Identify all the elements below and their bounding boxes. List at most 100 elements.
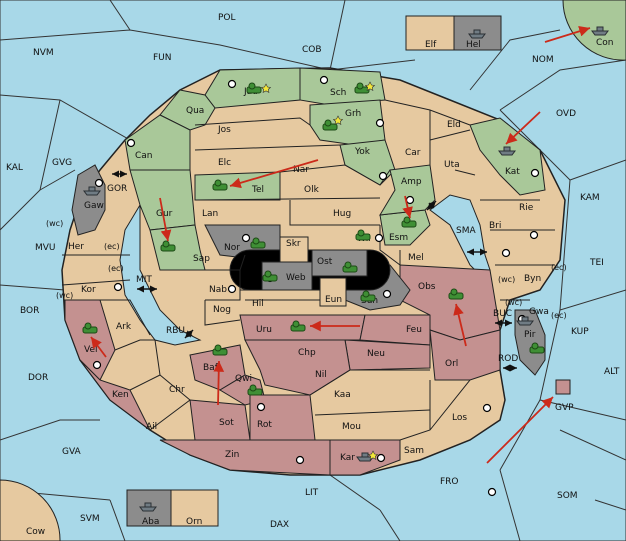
territory-eun — [319, 277, 347, 307]
label-nil: Nil — [315, 370, 327, 380]
green-territories — [124, 67, 546, 271]
label-kor-wc: (wc) — [56, 291, 73, 300]
army-unit — [246, 82, 262, 94]
label-con: Con — [596, 38, 614, 48]
label-alt: ALT — [604, 367, 620, 377]
sea-labels: POL NVM FUN COB NOM OVD KAL GVG GOR MVU … — [6, 13, 620, 530]
label-los: Los — [452, 413, 467, 423]
fleet-unit — [498, 146, 516, 156]
label-gur: Gur — [156, 209, 173, 219]
label-her-wc: (wc) — [46, 219, 63, 228]
label-pol: POL — [218, 13, 236, 23]
label-byn: Byn — [524, 274, 541, 284]
star-icon — [364, 81, 376, 91]
supply-center — [382, 289, 392, 299]
label-orl: Orl — [445, 359, 458, 369]
label-uta: Uta — [444, 160, 460, 170]
territory-kat — [469, 117, 546, 196]
army-unit — [212, 179, 228, 191]
label-bor: BOR — [20, 306, 39, 316]
supply-center — [113, 282, 123, 292]
label-orn: Orn — [186, 517, 202, 527]
army-unit — [160, 240, 176, 252]
label-nom: NOM — [532, 55, 554, 65]
fleet-unit — [468, 29, 486, 39]
label-byn-ec: (ec) — [551, 263, 567, 272]
label-kor: Kor — [81, 285, 96, 295]
label-mou: Mou — [342, 422, 361, 432]
label-hug: Hug — [333, 209, 351, 219]
label-sch: Sch — [330, 88, 346, 98]
label-ost: Ost — [317, 257, 333, 267]
star-icon — [332, 115, 344, 125]
label-gvg: GVG — [52, 158, 72, 168]
label-uru: Uru — [256, 325, 272, 335]
territory-pir — [514, 309, 546, 376]
label-nar: Nar — [293, 165, 309, 175]
label-gva: GVA — [62, 447, 82, 457]
supply-center — [241, 233, 251, 243]
label-elc: Elc — [218, 158, 231, 168]
territory-gvp — [555, 379, 571, 395]
convoy-links — [112, 170, 517, 372]
label-kor-ec: (ec) — [108, 264, 124, 273]
label-kal: KAL — [6, 163, 23, 173]
fleet-unit — [139, 502, 157, 512]
army-unit — [247, 384, 263, 396]
label-chr: Chr — [169, 385, 185, 395]
units — [82, 26, 609, 512]
label-gor: GOR — [107, 184, 127, 194]
label-esm: Esm — [389, 233, 408, 243]
label-lit: LIT — [305, 488, 319, 498]
supply-center — [376, 453, 386, 463]
territory-orl — [429, 329, 501, 381]
territory-ost — [311, 249, 368, 277]
supply-center — [529, 230, 539, 240]
label-qwi: Qwi — [235, 374, 252, 384]
label-chp: Chp — [298, 348, 316, 358]
fleet-unit — [356, 452, 374, 462]
army-unit — [360, 290, 376, 302]
supply-center — [227, 79, 237, 89]
label-gwa-wc: (wc) — [505, 298, 522, 307]
label-olk: Olk — [304, 185, 320, 195]
label-feu: Feu — [406, 325, 422, 335]
label-tei: TEI — [589, 258, 604, 268]
army-unit — [82, 322, 98, 334]
label-som: SOM — [557, 491, 578, 501]
supply-center — [374, 233, 384, 243]
coast-labels: (ec) (wc) (ec) (wc) (wc) (ec) (ec) (wc) — [46, 219, 567, 320]
label-tel: Tel — [251, 185, 264, 195]
label-gvp: GVP — [555, 403, 574, 413]
label-sma: SMA — [456, 226, 476, 236]
label-ail: Ail — [146, 422, 157, 432]
label-dax: DAX — [270, 520, 289, 530]
label-her-ec: (ec) — [104, 242, 120, 251]
label-rot: Rot — [257, 420, 272, 430]
territory-elf — [405, 15, 455, 51]
fleet-unit — [516, 316, 534, 326]
label-kat: Kat — [505, 167, 520, 177]
label-mvu: MVU — [35, 243, 56, 253]
army-unit — [448, 288, 464, 300]
label-skr: Skr — [286, 239, 301, 249]
label-neu: Neu — [367, 349, 385, 359]
label-sam: Sam — [404, 446, 424, 456]
army-unit — [529, 342, 545, 354]
label-ovd: OVD — [556, 109, 576, 119]
label-qua: Qua — [186, 106, 204, 116]
label-nab: Nab — [209, 285, 227, 295]
label-baf: Baf — [203, 363, 219, 373]
army-unit — [322, 119, 338, 131]
label-buc: BUC — [493, 309, 512, 319]
supply-center — [375, 118, 385, 128]
label-kaa: Kaa — [334, 390, 351, 400]
star-icon — [260, 83, 272, 93]
label-rbu: RBU — [166, 326, 185, 336]
supply-center — [92, 360, 102, 370]
territory-rot — [249, 394, 316, 441]
supply-center — [319, 75, 329, 85]
supply-center — [482, 403, 492, 413]
territory-zin — [159, 439, 331, 476]
